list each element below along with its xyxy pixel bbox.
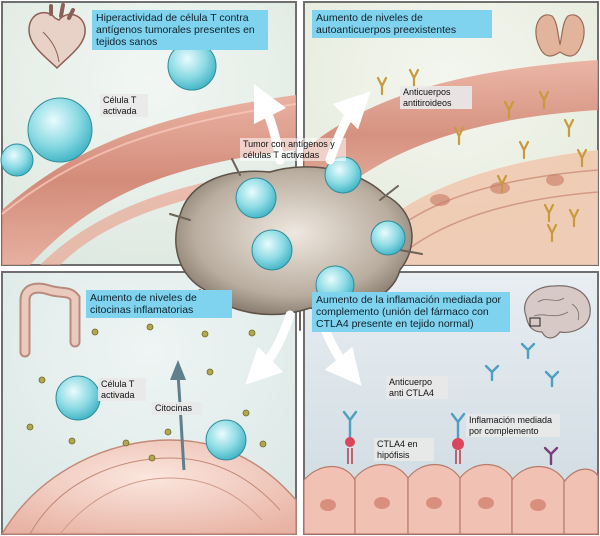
t-cells-top-left	[0, 41, 217, 177]
brain-icon	[524, 285, 591, 339]
label-t-cell-bottom-left: Célula T activada	[98, 378, 146, 401]
caption-top-right: Aumento de niveles de autoanticuerpos pr…	[312, 10, 492, 38]
t-cells-bottom-left	[55, 375, 247, 461]
label-cytokines: Citocinas	[152, 402, 202, 415]
label-antibodies: Anticuerpos antitiroideos	[400, 86, 472, 109]
antibodies-top-right	[376, 68, 588, 243]
label-ctla4: CTLA4 en hipófisis	[374, 438, 434, 461]
colon-icon	[19, 282, 81, 358]
activated-t-cells-tumor	[235, 156, 406, 305]
caption-top-left: Hiperactividad de célula T contra antíge…	[92, 10, 268, 50]
caption-bottom-left: Aumento de niveles de citocinas inflamat…	[86, 290, 232, 318]
ctla4-receptors	[345, 437, 559, 466]
pituitary-cells	[303, 464, 599, 535]
label-complement: Inflamación mediada por complemento	[466, 414, 560, 437]
cytokine-arrow	[170, 360, 186, 471]
anti-ctla4-antibodies	[342, 342, 560, 442]
thyroid-icon	[535, 14, 585, 57]
label-t-cell-top-left: Célula T activada	[100, 94, 148, 117]
caption-bottom-right: Aumento de la inflamación mediada por co…	[312, 292, 510, 332]
intestinal-epithelium	[0, 439, 297, 535]
heart-icon	[28, 3, 86, 70]
label-tumor: Tumor con antígenos y células T activada…	[240, 138, 346, 161]
label-anti-ctla4: Anticuerpo anti CTLA4	[386, 376, 448, 399]
